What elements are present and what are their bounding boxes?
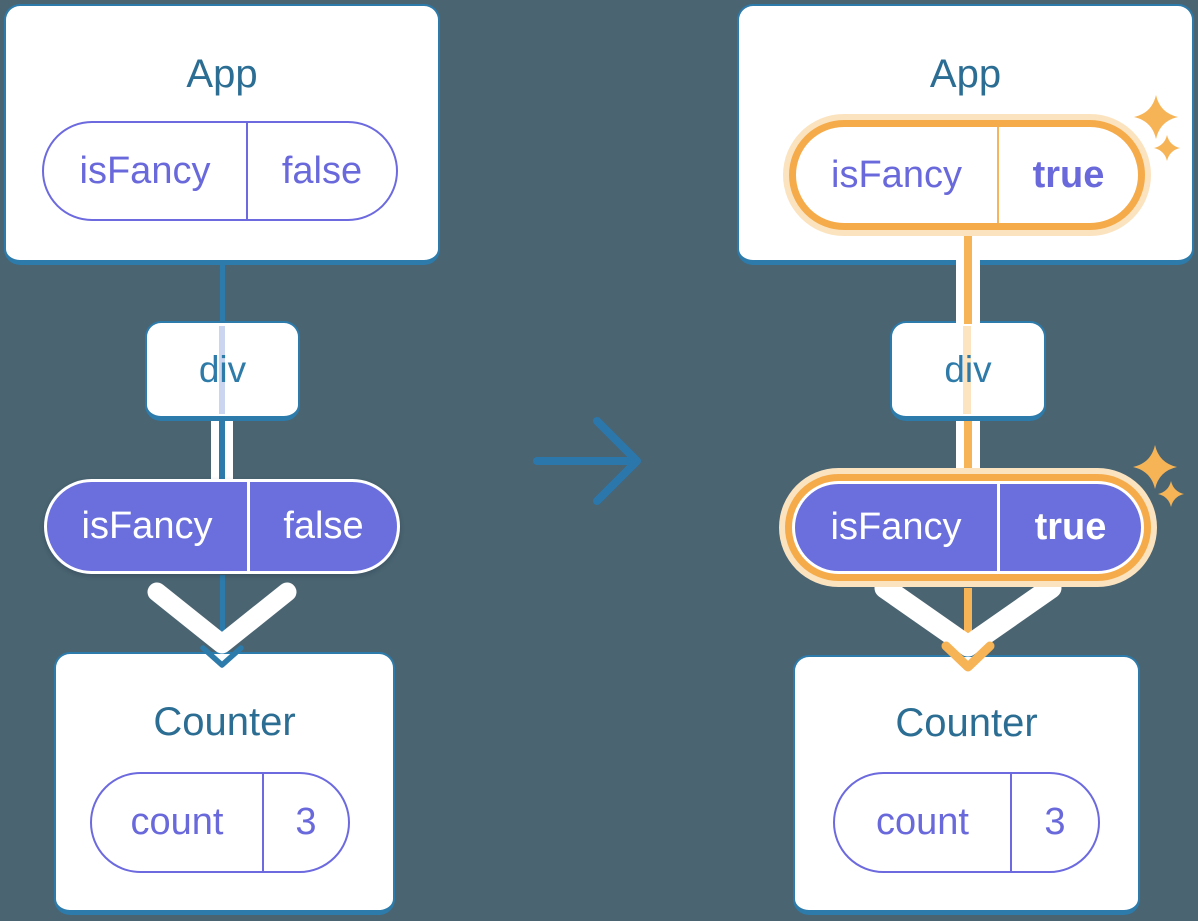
right-app-inner-flow-line [964, 225, 972, 263]
left-div-label: div [198, 348, 247, 390]
left-flow-prop-pill: isFancy false [44, 479, 400, 574]
right-div-label: div [944, 348, 992, 390]
right-app-prop-name: isFancy [831, 153, 962, 196]
right-app-prop-pill-highlighted: isFancy true [789, 120, 1145, 230]
right-div-box: div [890, 321, 1046, 421]
right-state-value: 3 [1010, 774, 1098, 871]
left-app-prop-value: false [246, 123, 396, 219]
left-state-name: count [130, 801, 224, 843]
right-app-div-connector-orange [964, 260, 972, 324]
right-app-title: App [929, 52, 1002, 96]
right-app-div-connector-white [956, 260, 964, 324]
transition-arrow-icon [533, 417, 641, 505]
left-app-div-connector [220, 261, 225, 323]
right-app-div-connector-white [972, 260, 980, 324]
right-flow-prop-name: isFancy [830, 506, 962, 548]
right-div-pill-connector-white [956, 421, 964, 481]
right-counter-state-pill: count 3 [833, 772, 1100, 873]
left-app-title: App [186, 52, 258, 96]
left-div-pill-connector-teal [219, 421, 225, 480]
left-counter-title: Counter [153, 700, 296, 744]
left-div-pass-line [219, 326, 225, 414]
right-pill-counter-arrow-line [964, 588, 972, 656]
left-div-box: div [145, 321, 300, 421]
right-flow-prop-pill-highlighted: isFancy true [792, 481, 1144, 574]
left-pill-counter-arrow-line [220, 575, 225, 649]
left-state-value: 3 [262, 774, 348, 871]
left-div-pill-connector-white [211, 421, 219, 480]
left-flow-prop-name: isFancy [81, 505, 213, 547]
left-app-prop-name: isFancy [79, 149, 211, 192]
right-div-pass-line [963, 326, 971, 414]
right-flow-prop-value: true [997, 484, 1141, 571]
right-app-prop-value: true [997, 127, 1138, 223]
right-div-pill-connector-white [972, 421, 980, 481]
right-counter-title: Counter [895, 701, 1038, 745]
left-counter-state-pill: count 3 [90, 772, 350, 873]
right-state-name: count [876, 801, 969, 843]
left-flow-prop-value: false [247, 482, 397, 571]
left-div-pill-connector-white [225, 421, 233, 480]
left-app-prop-pill: isFancy false [42, 121, 398, 221]
right-div-pill-connector-orange [964, 421, 972, 481]
